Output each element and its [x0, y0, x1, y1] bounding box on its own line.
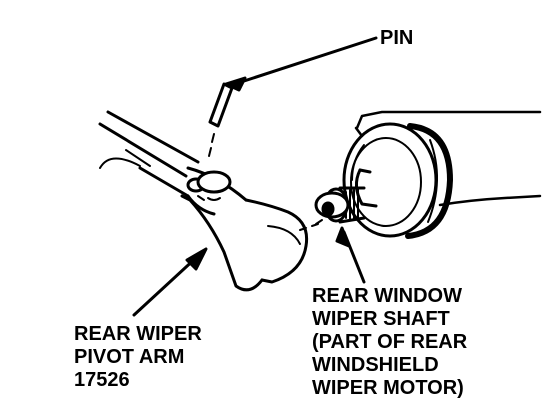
wiper-shaft [314, 168, 378, 225]
pin-label-text: PIN [380, 27, 414, 49]
pin-leader [224, 36, 378, 92]
wiper-shaft-label-line: REAR WINDOW [312, 285, 462, 307]
wiper-shaft-leader [335, 226, 366, 284]
pin-label: PIN [380, 27, 413, 50]
wiper-arm [98, 110, 309, 292]
pin [208, 82, 234, 157]
pivot-arm-label-line: PIVOT ARM [74, 346, 185, 368]
engagement-dashes [299, 223, 319, 231]
wiper-shaft-label-line: WIPER SHAFT [312, 308, 450, 330]
wiper-shaft-label: REAR WINDOW WIPER SHAFT (PART OF REAR WI… [312, 285, 467, 400]
pivot-arm-leader [132, 247, 208, 317]
pivot-arm-label-number: 17526 [74, 369, 130, 391]
wiper-motor-cap [342, 122, 453, 239]
wiper-shaft-label-line: (PART OF REAR [312, 331, 468, 353]
wiper-shaft-label-line: WINDSHIELD [312, 354, 439, 376]
wiper-shaft-label-line: WIPER MOTOR) [312, 377, 464, 399]
pivot-arm-label: REAR WIPER PIVOT ARM 17526 [74, 323, 202, 392]
pivot-arm-label-line: REAR WIPER [74, 323, 202, 345]
